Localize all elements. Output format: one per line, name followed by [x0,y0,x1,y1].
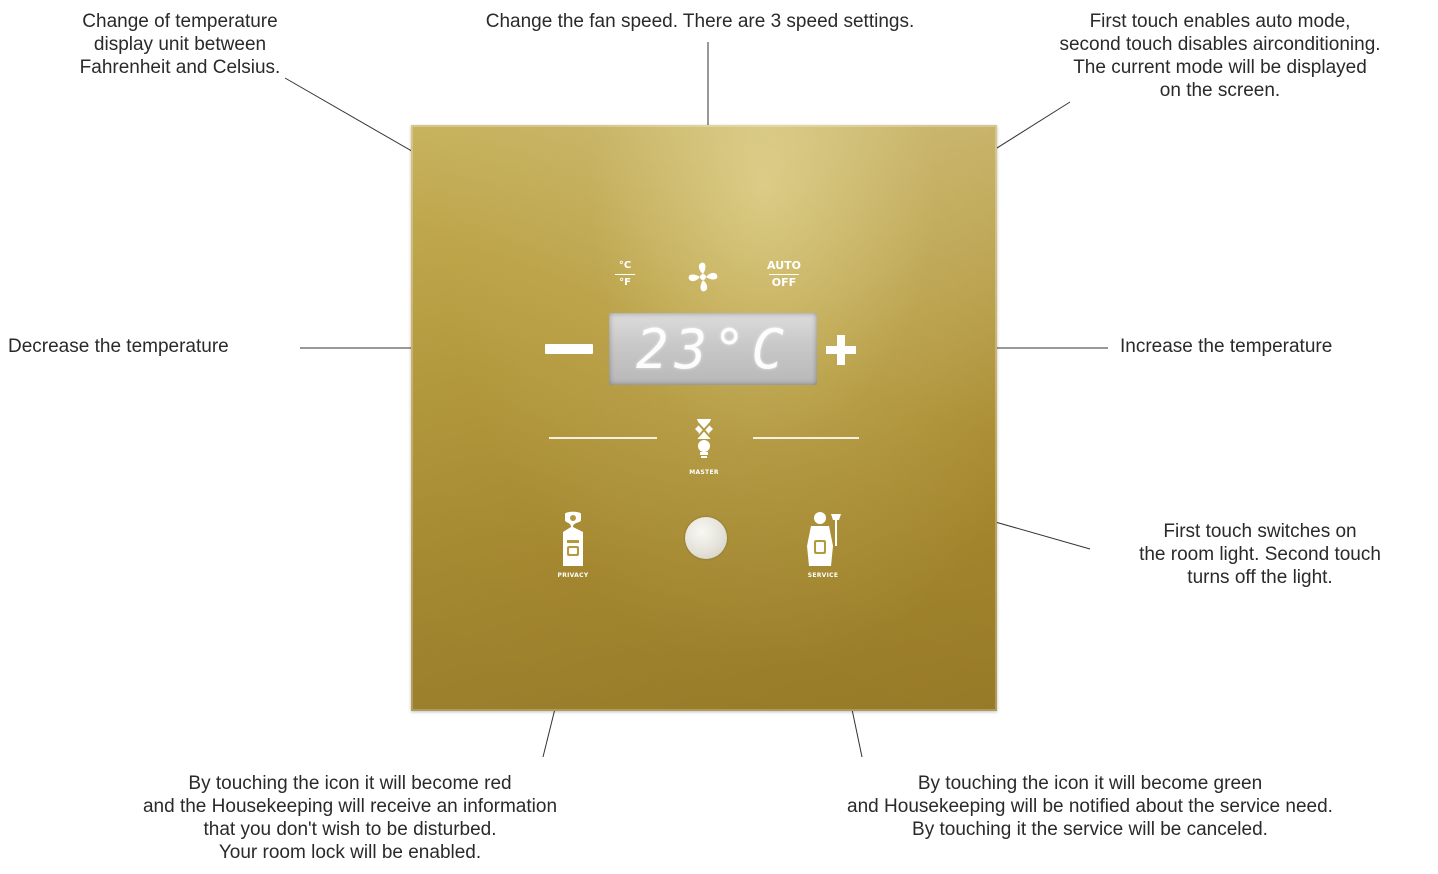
callout-unit-line-1: Change of temperature [82,11,278,32]
unit-divider [615,274,635,275]
callout-privacy-line-4: Your room lock will be enabled. [218,842,482,863]
callout-unit-line-3: Fahrenheit and Celsius. [79,57,281,78]
callout-auto-line-4: on the screen. [1159,80,1281,101]
callout-auto-line-3: The current mode will be displayed [1073,57,1367,78]
divider-right [753,437,859,439]
callout-privacy-line-2: and the Housekeeping will receive an inf… [142,796,558,817]
master-label: MASTER [689,469,719,476]
divider-left [549,437,657,439]
callout-privacy: By touching the icon it will become red … [70,772,630,864]
callout-auto-line-1: First touch enables auto mode, [1089,11,1351,32]
callout-auto-line-2: second touch disables airconditioning. [1059,34,1381,55]
auto-off-button[interactable]: AUTO OFF [759,260,809,296]
unit-celsius-label: °C [618,260,632,271]
off-label: OFF [771,276,797,289]
increase-temperature-button[interactable] [826,335,856,365]
thermostat-panel: °C °F AUTO OFF 23°C [411,125,997,711]
callout-privacy-line-3: that you don't wish to be disturbed. [203,819,497,840]
plus-icon [837,335,845,365]
fan-speed-button[interactable] [685,259,721,295]
auto-divider [769,274,799,275]
callout-light-line-1: First touch switches on [1163,521,1357,542]
door-hanger-icon [563,511,583,566]
light-bulb-icon [695,419,713,458]
decrease-temperature-button[interactable] [545,342,593,356]
callout-service-line-3: By touching it the service will be cance… [912,819,1268,840]
callout-service-line-2: and Housekeeping will be notified about … [847,796,1333,817]
fan-icon [688,262,718,292]
callout-fan-line-1: Change the fan speed. There are 3 speed … [485,11,915,32]
unit-fahrenheit-label: °F [619,277,631,288]
auto-label: AUTO [767,259,801,272]
master-light-button[interactable]: MASTER [679,415,729,476]
callout-service: By touching the icon it will become gree… [780,772,1400,841]
callout-auto: First touch enables auto mode, second to… [1010,10,1430,102]
service-button[interactable]: SERVICE [801,510,845,580]
callout-light-line-2: the room light. Second touch [1139,544,1381,565]
maid-icon [807,512,841,566]
minus-icon [545,344,593,354]
callout-fan: Change the fan speed. There are 3 speed … [420,10,980,33]
callout-decrease: Decrease the temperature [8,335,298,358]
callout-privacy-line-1: By touching the icon it will become red [188,773,512,794]
callout-unit: Change of temperature display unit betwe… [20,10,340,79]
callout-increase-line-1: Increase the temperature [1120,336,1333,357]
privacy-button[interactable]: PRIVACY [553,510,593,580]
callout-light: First touch switches on the room light. … [1095,520,1425,589]
callout-unit-line-2: display unit between [93,34,267,55]
privacy-label: PRIVACY [557,572,589,579]
center-sensor [685,517,727,559]
temperature-value: 23°C [635,317,791,381]
unit-toggle-button[interactable]: °C °F [607,260,643,296]
callout-decrease-line-1: Decrease the temperature [8,336,229,357]
callout-increase: Increase the temperature [1120,335,1420,358]
callout-service-line-1: By touching the icon it will become gree… [917,773,1263,794]
service-label: SERVICE [807,572,839,579]
temperature-display: 23°C [609,313,817,385]
callout-light-line-3: turns off the light. [1187,567,1333,588]
